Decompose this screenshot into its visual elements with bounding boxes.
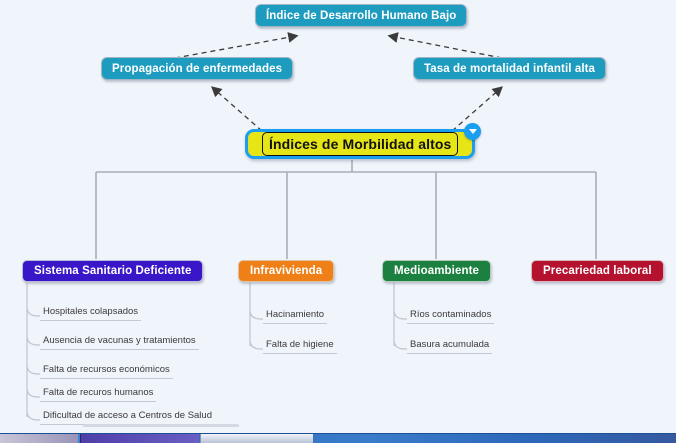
node-sistema-sanitario[interactable]: Sistema Sanitario Deficiente <box>22 260 204 282</box>
node-medioambiente-label: Medioambiente <box>394 265 480 277</box>
leaf-item[interactable]: Falta de recursos económicos <box>40 363 173 379</box>
leaf-item[interactable]: Ausencia de vacunas y tratamientos <box>40 334 199 350</box>
node-mortalidad-infantil[interactable]: Tasa de mortalidad infantil alta <box>413 57 607 80</box>
node-mortalidad-label: Tasa de mortalidad infantil alta <box>424 62 596 75</box>
node-precariedad-laboral[interactable]: Precariedad laboral <box>531 260 664 282</box>
leaf-connectors-branch-1 <box>26 283 40 421</box>
leaf-item[interactable]: Hospitales colapsados <box>40 305 142 321</box>
node-indices-morbilidad[interactable]: Índices de Morbilidad altos <box>245 123 482 159</box>
chevron-down-icon <box>468 129 477 134</box>
node-sistema-sanitario-label: Sistema Sanitario Deficiente <box>34 265 192 277</box>
os-taskbar[interactable] <box>0 433 676 443</box>
edge-propagacion-to-idh <box>174 32 299 59</box>
leaf-item[interactable]: Falta de higiene <box>263 338 337 354</box>
node-infravivienda[interactable]: Infravivienda <box>238 260 335 282</box>
horizontal-scrollbar-thumb[interactable] <box>83 424 239 427</box>
leaf-item[interactable]: Falta de recuros humanos <box>40 386 157 402</box>
node-medioambiente[interactable]: Medioambiente <box>382 260 492 282</box>
collapse-badge[interactable] <box>464 123 482 140</box>
leaf-item[interactable]: Basura acumulada <box>407 338 493 354</box>
leaf-item[interactable]: Hacinamiento <box>263 308 328 324</box>
edge-center-to-propagacion <box>211 86 263 132</box>
taskbar-item-2[interactable] <box>200 434 313 443</box>
node-infravivienda-label: Infravivienda <box>250 265 323 277</box>
taskbar-start-button[interactable] <box>0 434 78 443</box>
node-idh-bajo[interactable]: Índice de Desarrollo Humano Bajo <box>255 4 468 27</box>
node-precariedad-laboral-label: Precariedad laboral <box>543 265 652 277</box>
leaf-connectors-branch-2 <box>249 283 263 350</box>
node-indices-morbilidad-inner: Índices de Morbilidad altos <box>262 132 459 156</box>
leaf-connectors-branch-3 <box>393 283 407 350</box>
leaf-item[interactable]: Ríos contaminados <box>407 308 495 324</box>
node-indices-morbilidad-label: Índices de Morbilidad altos <box>269 136 452 152</box>
taskbar-item-1[interactable] <box>80 434 199 443</box>
edge-mortalidad-to-idh <box>387 32 503 59</box>
leaf-item[interactable]: Dificultad de acceso a Centros de Salud <box>40 409 215 425</box>
node-idh-bajo-label: Índice de Desarrollo Humano Bajo <box>266 9 457 22</box>
node-propagacion-label: Propagación de enfermedades <box>112 62 283 75</box>
node-propagacion-enfermedades[interactable]: Propagación de enfermedades <box>101 57 294 80</box>
tree-bus <box>95 160 597 259</box>
